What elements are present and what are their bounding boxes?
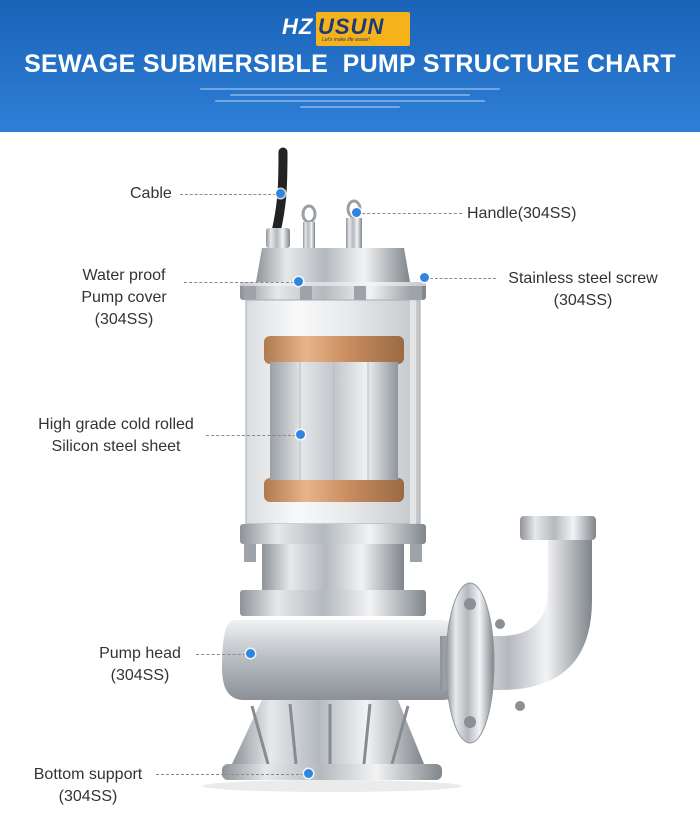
leader-pump-cover [184, 282, 294, 283]
logo-tagline: Let's make life easier! [322, 37, 371, 43]
logo-text-left: HZ [282, 14, 314, 39]
leader-handle [362, 213, 462, 214]
label-silicon-steel-line1: High grade cold rolled [38, 416, 194, 433]
leader-silicon-steel [206, 435, 296, 436]
marker-pump-cover [294, 277, 303, 286]
marker-steel-screw [420, 273, 429, 282]
label-handle: Handle(304SS) [467, 205, 577, 222]
label-pump-cover-line2: Pump cover [81, 289, 167, 306]
label-silicon-steel: High grade cold rolled Silicon steel she… [26, 414, 206, 458]
label-pump-head-line1: Pump head [99, 645, 181, 662]
label-pump-head-line2: (304SS) [110, 667, 170, 684]
marker-silicon-steel [296, 430, 305, 439]
decorative-fine-print [200, 88, 500, 90]
label-pump-head: Pump head (304SS) [90, 643, 190, 687]
decorative-fine-print [300, 106, 400, 108]
label-steel-screw: Stainless steel screw (304SS) [500, 268, 666, 312]
label-pump-cover-line3: (304SS) [94, 311, 154, 328]
leader-bottom-support [156, 774, 304, 775]
marker-handle [352, 208, 361, 217]
label-bottom-support-line2: (304SS) [58, 788, 118, 805]
label-steel-screw-line1: Stainless steel screw [508, 270, 658, 287]
label-silicon-steel-line2: Silicon steel sheet [51, 438, 181, 455]
label-cable: Cable [130, 185, 172, 202]
leader-cable [180, 194, 276, 195]
marker-cable [276, 189, 285, 198]
logo-text-right: USUN [318, 14, 385, 39]
marker-bottom-support [304, 769, 313, 778]
label-steel-screw-line2: (304SS) [553, 292, 613, 309]
label-pump-cover: Water proof Pump cover (304SS) [64, 265, 184, 331]
marker-pump-head [246, 649, 255, 658]
page-title: SEWAGE SUBMERSIBLE PUMP STRUCTURE CHART [24, 50, 676, 78]
leader-steel-screw [430, 278, 496, 279]
label-bottom-support: Bottom support (304SS) [24, 764, 152, 808]
decorative-fine-print [230, 94, 470, 96]
label-pump-cover-line1: Water proof [82, 267, 166, 284]
pump-illustration [202, 147, 596, 792]
header-banner: HZ USUN Let's make life easier! SEWAGE S… [0, 0, 700, 132]
label-bottom-support-line1: Bottom support [33, 766, 143, 783]
leader-pump-head [196, 654, 246, 655]
logo-box [316, 12, 410, 46]
decorative-fine-print [215, 100, 485, 102]
brand-logo: HZ USUN Let's make life easier! [282, 10, 412, 50]
